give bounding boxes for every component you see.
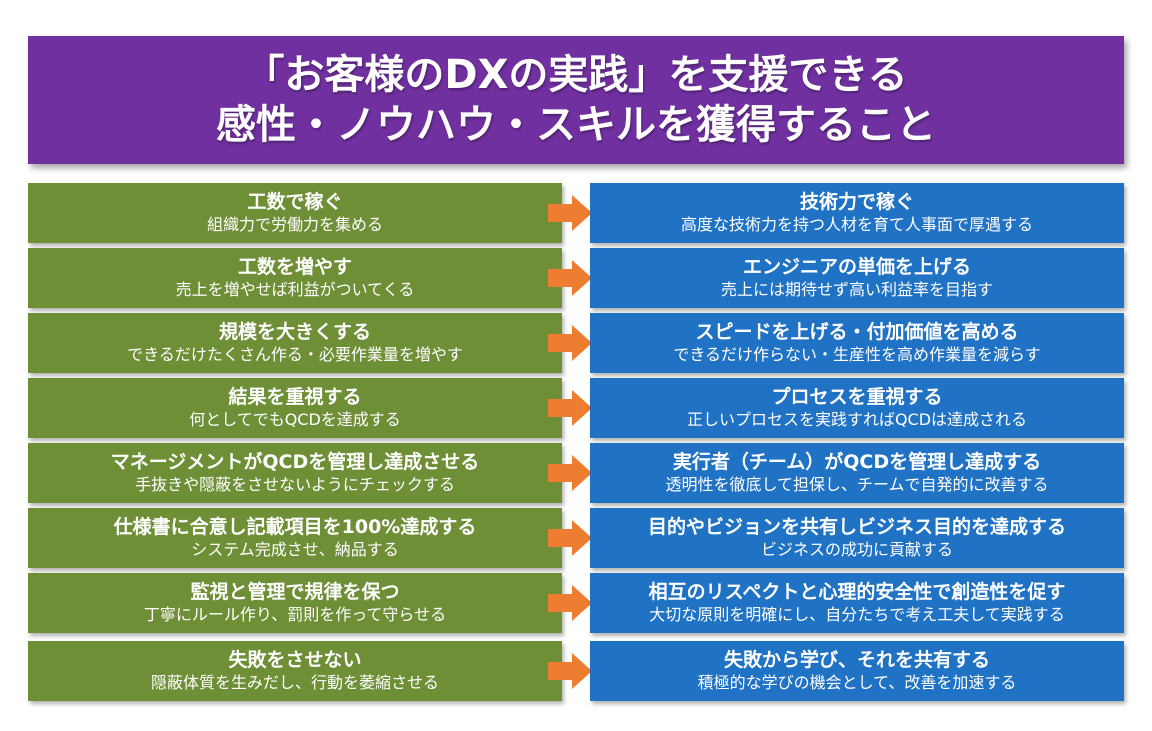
old-approach-heading: 結果を重視する bbox=[228, 386, 362, 408]
old-approach-box: 工数で稼ぐ 組織力で労働力を集める bbox=[28, 183, 562, 243]
old-approach-detail: 丁寧にルール作り、罰則を作って守らせる bbox=[143, 605, 447, 624]
comparison-row: 監視と管理で規律を保つ 丁寧にルール作り、罰則を作って守らせる 相互のリスペクト… bbox=[0, 573, 1152, 633]
new-approach-heading: プロセスを重視する bbox=[771, 386, 943, 408]
old-approach-detail: 組織力で労働力を集める bbox=[206, 215, 383, 234]
comparison-row: 工数を増やす 売上を増やせば利益がついてくる エンジニアの単価を上げる 売上には… bbox=[0, 248, 1152, 308]
new-approach-detail: 高度な技術力を持つ人材を育て人事面で厚遇する bbox=[680, 215, 1033, 234]
old-approach-heading: 監視と管理で規律を保つ bbox=[190, 581, 400, 603]
old-approach-heading: マネージメントがQCDを管理し達成させる bbox=[110, 451, 480, 473]
old-approach-heading: 失敗をさせない bbox=[228, 649, 362, 671]
old-approach-box: 規模を大きくする できるだけたくさん作る・必要作業量を増やす bbox=[28, 313, 562, 373]
new-approach-detail: 透明性を徹底して担保し、チームで自発的に改善する bbox=[665, 475, 1049, 494]
new-approach-box: スピードを上げる・付加価値を高める できるだけ作らない・生産性を高め作業量を減ら… bbox=[590, 313, 1124, 373]
right-arrow-icon bbox=[548, 390, 592, 426]
comparison-row: 規模を大きくする できるだけたくさん作る・必要作業量を増やす スピードを上げる・… bbox=[0, 313, 1152, 373]
title-line-2: 感性・ノウハウ・スキルを獲得すること bbox=[216, 102, 936, 148]
new-approach-heading: 失敗から学び、それを共有する bbox=[723, 649, 990, 671]
old-approach-heading: 仕様書に合意し記載項目を100%達成する bbox=[113, 516, 477, 538]
old-approach-heading: 工数を増やす bbox=[237, 256, 352, 278]
new-approach-heading: 相互のリスペクトと心理的安全性で創造性を促す bbox=[648, 581, 1066, 603]
new-approach-box: 相互のリスペクトと心理的安全性で創造性を促す 大切な原則を明確にし、自分たちで考… bbox=[590, 573, 1124, 633]
title-banner: 「お客様のDXの実践」を支援できる 感性・ノウハウ・スキルを獲得すること bbox=[28, 36, 1124, 164]
title-line-1: 「お客様のDXの実践」を支援できる bbox=[244, 52, 908, 98]
comparison-row: 仕様書に合意し記載項目を100%達成する システム完成させ、納品する 目的やビジ… bbox=[0, 508, 1152, 568]
old-approach-detail: 売上を増やせば利益がついてくる bbox=[175, 280, 415, 299]
new-approach-heading: エンジニアの単価を上げる bbox=[742, 256, 971, 278]
new-approach-heading: 実行者（チーム）がQCDを管理し達成する bbox=[672, 451, 1042, 473]
old-approach-box: 工数を増やす 売上を増やせば利益がついてくる bbox=[28, 248, 562, 308]
comparison-row: 工数で稼ぐ 組織力で労働力を集める 技術力で稼ぐ 高度な技術力を持つ人材を育て人… bbox=[0, 183, 1152, 243]
new-approach-box: 実行者（チーム）がQCDを管理し達成する 透明性を徹底して担保し、チームで自発的… bbox=[590, 443, 1124, 503]
new-approach-box: エンジニアの単価を上げる 売上には期待せず高い利益率を目指す bbox=[590, 248, 1124, 308]
new-approach-heading: 目的やビジョンを共有しビジネス目的を達成する bbox=[647, 516, 1066, 538]
new-approach-detail: 売上には期待せず高い利益率を目指す bbox=[720, 280, 993, 299]
old-approach-detail: 何としてでもQCDを達成する bbox=[189, 410, 401, 429]
comparison-row: 結果を重視する 何としてでもQCDを達成する プロセスを重視する 正しいプロセス… bbox=[0, 378, 1152, 438]
new-approach-detail: できるだけ作らない・生産性を高め作業量を減らす bbox=[673, 345, 1041, 364]
new-approach-heading: スピードを上げる・付加価値を高める bbox=[695, 321, 1019, 343]
old-approach-heading: 規模を大きくする bbox=[218, 321, 371, 343]
new-approach-box: 失敗から学び、それを共有する 積極的な学びの機会として、改善を加速する bbox=[590, 641, 1124, 701]
new-approach-box: 技術力で稼ぐ 高度な技術力を持つ人材を育て人事面で厚遇する bbox=[590, 183, 1124, 243]
right-arrow-icon bbox=[548, 325, 592, 361]
new-approach-detail: 積極的な学びの機会として、改善を加速する bbox=[697, 673, 1017, 692]
right-arrow-icon bbox=[548, 455, 592, 491]
old-approach-detail: 隠蔽体質を生みだし、行動を萎縮させる bbox=[150, 673, 439, 692]
old-approach-detail: 手抜きや隠蔽をさせないようにチェックする bbox=[135, 475, 455, 494]
comparison-row: 失敗をさせない 隠蔽体質を生みだし、行動を萎縮させる 失敗から学び、それを共有す… bbox=[0, 641, 1152, 701]
new-approach-box: 目的やビジョンを共有しビジネス目的を達成する ビジネスの成功に貢献する bbox=[590, 508, 1124, 568]
old-approach-detail: システム完成させ、納品する bbox=[191, 540, 399, 559]
old-approach-box: マネージメントがQCDを管理し達成させる 手抜きや隠蔽をさせないようにチェックす… bbox=[28, 443, 562, 503]
old-approach-box: 失敗をさせない 隠蔽体質を生みだし、行動を萎縮させる bbox=[28, 641, 562, 701]
new-approach-heading: 技術力で稼ぐ bbox=[799, 191, 914, 213]
old-approach-box: 監視と管理で規律を保つ 丁寧にルール作り、罰則を作って守らせる bbox=[28, 573, 562, 633]
right-arrow-icon bbox=[548, 260, 592, 296]
old-approach-box: 結果を重視する 何としてでもQCDを達成する bbox=[28, 378, 562, 438]
right-arrow-icon bbox=[548, 585, 592, 621]
right-arrow-icon bbox=[548, 195, 592, 231]
new-approach-box: プロセスを重視する 正しいプロセスを実践すればQCDは達成される bbox=[590, 378, 1124, 438]
old-approach-heading: 工数で稼ぐ bbox=[247, 191, 343, 213]
right-arrow-icon bbox=[548, 653, 592, 689]
new-approach-detail: 大切な原則を明確にし、自分たちで考え工夫して実践する bbox=[649, 605, 1065, 624]
new-approach-detail: ビジネスの成功に貢献する bbox=[760, 540, 953, 559]
right-arrow-icon bbox=[548, 520, 592, 556]
old-approach-detail: できるだけたくさん作る・必要作業量を増やす bbox=[127, 345, 463, 364]
new-approach-detail: 正しいプロセスを実践すればQCDは達成される bbox=[686, 410, 1028, 429]
comparison-row: マネージメントがQCDを管理し達成させる 手抜きや隠蔽をさせないようにチェックす… bbox=[0, 443, 1152, 503]
old-approach-box: 仕様書に合意し記載項目を100%達成する システム完成させ、納品する bbox=[28, 508, 562, 568]
